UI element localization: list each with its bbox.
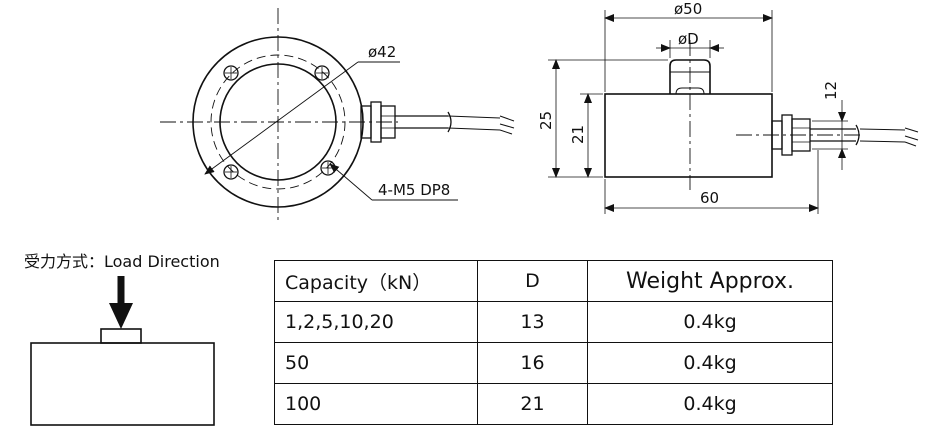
arrow-down-icon	[109, 303, 133, 329]
cable	[395, 111, 515, 135]
cell-d: 13	[477, 301, 588, 343]
load-cell-side-sketch	[30, 342, 215, 426]
dim-cable-height: 12	[822, 81, 840, 100]
dim-thread: 4-M5 DP8	[378, 181, 450, 199]
cell-weight: 0.4kg	[587, 342, 833, 384]
header-capacity: Capacity（kN）	[274, 260, 478, 302]
bolt-hole	[223, 164, 239, 180]
cell-weight: 0.4kg	[587, 383, 833, 425]
bolt-hole	[314, 65, 330, 81]
sensor-body	[604, 93, 773, 178]
side-cable-gland	[771, 114, 811, 156]
cell-weight: 0.4kg	[587, 301, 833, 343]
top-view	[160, 8, 515, 222]
dim-flange-diameter: ø42	[368, 43, 396, 61]
flange-inner-circle	[219, 63, 337, 181]
cell-capacity: 1,2,5,10,20	[274, 301, 478, 343]
table-row: 50 16 0.4kg	[274, 342, 833, 384]
dim-length: 60	[700, 189, 719, 207]
table-header-row: Capacity（kN） D Weight Approx.	[274, 260, 833, 302]
dim-outer-diameter: ø50	[674, 0, 702, 18]
spec-table: Capacity（kN） D Weight Approx. 1,2,5,10,2…	[274, 260, 833, 425]
load-direction-label: 受力方式：Load Direction	[24, 252, 220, 271]
header-weight: Weight Approx.	[587, 260, 833, 302]
bolt-hole	[320, 160, 336, 176]
cell-capacity: 50	[274, 342, 478, 384]
dim-height-body: 21	[569, 125, 587, 144]
bolt-hole	[223, 65, 239, 81]
cable-gland	[360, 101, 396, 143]
cell-d: 16	[477, 342, 588, 384]
side-cable	[810, 124, 919, 147]
table-row: 1,2,5,10,20 13 0.4kg	[274, 301, 833, 343]
bolt-circle	[210, 54, 346, 190]
cell-d: 21	[477, 383, 588, 425]
dim-height-total: 25	[537, 111, 555, 130]
flange-outer-circle	[192, 36, 364, 208]
header-d: D	[477, 260, 588, 302]
load-direction-diagram	[30, 276, 215, 426]
dim-button-diameter: øD	[678, 30, 699, 48]
table-row: 100 21 0.4kg	[274, 383, 833, 425]
side-view	[548, 10, 919, 214]
cell-capacity: 100	[274, 383, 478, 425]
